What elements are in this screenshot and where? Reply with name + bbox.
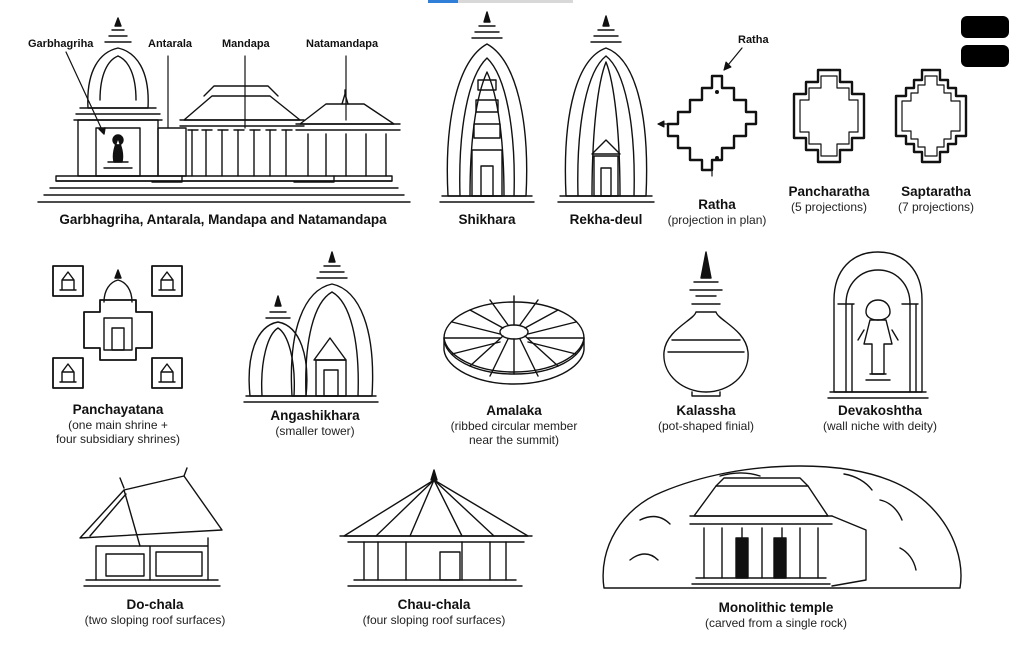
- caption-pancharatha-sub: (5 projections): [790, 199, 868, 214]
- caption-pancharatha: Pancharatha (5 projections): [779, 184, 879, 214]
- chau-chala-illustration: [339, 469, 533, 587]
- caption-angashikhara: Angashikhara (smaller tower): [250, 408, 380, 438]
- caption-temple-complex: Garbhagriha, Antarala, Mandapa and Natam…: [28, 212, 418, 228]
- caption-kalassha-title: Kalassha: [676, 403, 736, 418]
- caption-saptaratha-title: Saptaratha: [901, 184, 971, 199]
- shikhara-illustration: [439, 11, 535, 203]
- caption-temple-complex-title: Garbhagriha, Antarala, Mandapa and Natam…: [59, 212, 387, 227]
- caption-angashikhara-title: Angashikhara: [270, 408, 360, 423]
- caption-rekha-deul: Rekha-deul: [556, 212, 656, 228]
- caption-do-chala: Do-chala (two sloping roof surfaces): [60, 597, 250, 627]
- caption-monolithic-sub: (carved from a single rock): [704, 615, 848, 630]
- caption-ratha-sub: (projection in plan): [667, 212, 767, 227]
- caption-amalaka: Amalaka (ribbed circular member near the…: [434, 403, 594, 447]
- saptaratha-plan-icon: [894, 68, 968, 164]
- caption-ratha-title: Ratha: [698, 197, 736, 212]
- caption-chau-chala-sub: (four sloping roof surfaces): [362, 612, 506, 627]
- label-mandapa: Mandapa: [222, 38, 270, 50]
- label-antarala: Antarala: [148, 38, 193, 50]
- caption-chau-chala: Chau-chala (four sloping roof surfaces): [344, 597, 524, 627]
- temple-complex-illustration: [37, 17, 411, 203]
- caption-chau-chala-title: Chau-chala: [397, 597, 471, 612]
- caption-panchayatana-title: Panchayatana: [72, 402, 164, 417]
- caption-amalaka-sub1: (ribbed circular member: [450, 418, 578, 433]
- caption-ratha: Ratha (projection in plan): [662, 197, 772, 227]
- caption-amalaka-sub2: near the summit): [468, 433, 560, 448]
- menu-bar-icon-top[interactable]: [961, 16, 1009, 38]
- caption-panchayatana-sub1: (one main shrine +: [68, 417, 168, 432]
- caption-rekha-deul-title: Rekha-deul: [569, 212, 643, 227]
- do-chala-illustration: [79, 467, 223, 587]
- monolithic-temple-illustration: [602, 465, 962, 589]
- top-progress-strip: [428, 0, 573, 3]
- caption-saptaratha-sub: (7 projections): [897, 199, 975, 214]
- top-progress-fill: [428, 0, 458, 3]
- rekha-deul-illustration: [557, 15, 655, 203]
- label-ratha: Ratha: [738, 34, 769, 46]
- pancharatha-plan-icon: [792, 68, 866, 164]
- devakoshtha-illustration: [827, 251, 929, 399]
- angashikhara-illustration: [243, 251, 379, 403]
- caption-angashikhara-sub: (smaller tower): [275, 423, 355, 438]
- caption-devakoshtha-title: Devakoshtha: [837, 403, 923, 418]
- menu-bar-icon-bottom[interactable]: [961, 45, 1009, 67]
- caption-shikhara-title: Shikhara: [458, 212, 516, 227]
- caption-saptaratha: Saptaratha (7 projections): [886, 184, 986, 214]
- caption-kalassha: Kalassha (pot-shaped finial): [636, 403, 776, 433]
- caption-do-chala-sub: (two sloping roof surfaces): [84, 612, 226, 627]
- caption-monolithic-title: Monolithic temple: [718, 600, 834, 615]
- caption-devakoshtha-sub: (wall niche with deity): [822, 418, 938, 433]
- caption-amalaka-title: Amalaka: [486, 403, 542, 418]
- label-natamandapa: Natamandapa: [306, 38, 379, 50]
- caption-panchayatana-sub2: four subsidiary shrines): [55, 432, 181, 447]
- caption-panchayatana: Panchayatana (one main shrine + four sub…: [38, 402, 198, 446]
- caption-kalassha-sub: (pot-shaped finial): [657, 418, 755, 433]
- panchayatana-illustration: [52, 265, 183, 389]
- ratha-plan-icon: [657, 47, 758, 177]
- caption-monolithic: Monolithic temple (carved from a single …: [676, 600, 876, 630]
- caption-devakoshtha: Devakoshtha (wall niche with deity): [800, 403, 960, 433]
- label-garbhagriha: Garbhagriha: [28, 38, 94, 50]
- amalaka-illustration: [443, 295, 585, 385]
- kalassha-illustration: [663, 251, 749, 397]
- caption-pancharatha-title: Pancharatha: [788, 184, 870, 199]
- caption-shikhara: Shikhara: [437, 212, 537, 228]
- caption-do-chala-title: Do-chala: [126, 597, 184, 612]
